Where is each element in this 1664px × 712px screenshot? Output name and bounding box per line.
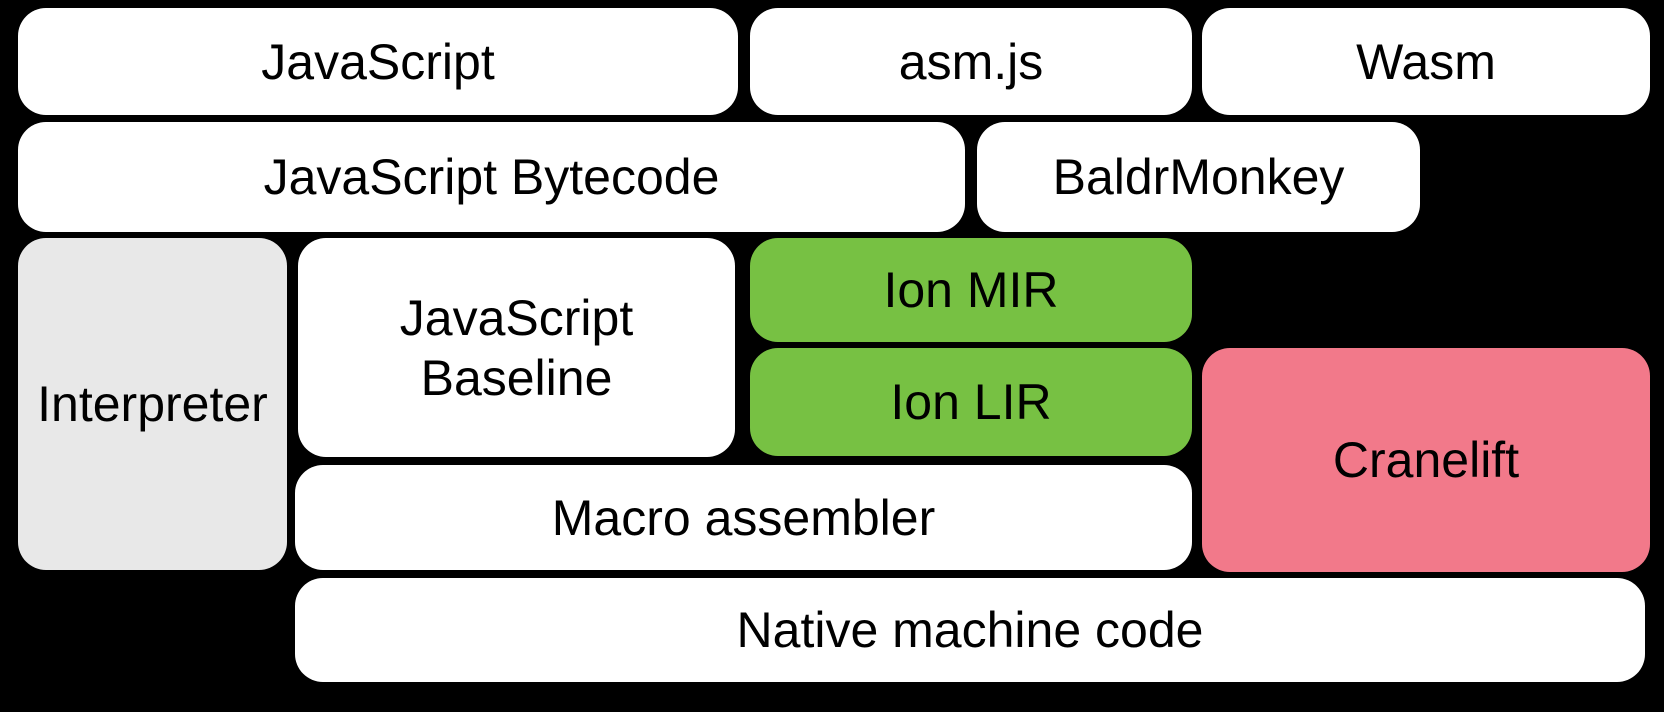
baseline-label-line2: Baseline bbox=[420, 349, 613, 406]
box-ion-lir: Ion LIR bbox=[750, 348, 1192, 456]
box-cranelift: Cranelift bbox=[1202, 348, 1650, 572]
baseline-label: JavaScript Baseline bbox=[400, 288, 633, 408]
box-interpreter: Interpreter bbox=[18, 238, 287, 570]
box-javascript: JavaScript bbox=[18, 8, 738, 115]
box-javascript-baseline: JavaScript Baseline bbox=[298, 238, 735, 457]
box-asmjs: asm.js bbox=[750, 8, 1192, 115]
box-javascript-bytecode: JavaScript Bytecode bbox=[18, 122, 965, 232]
box-wasm: Wasm bbox=[1202, 8, 1650, 115]
box-native-machine-code: Native machine code bbox=[295, 578, 1645, 682]
box-baldrmonkey: BaldrMonkey bbox=[977, 122, 1420, 232]
box-macro-assembler: Macro assembler bbox=[295, 465, 1192, 570]
baseline-label-line1: JavaScript bbox=[399, 289, 634, 346]
box-ion-mir: Ion MIR bbox=[750, 238, 1192, 342]
